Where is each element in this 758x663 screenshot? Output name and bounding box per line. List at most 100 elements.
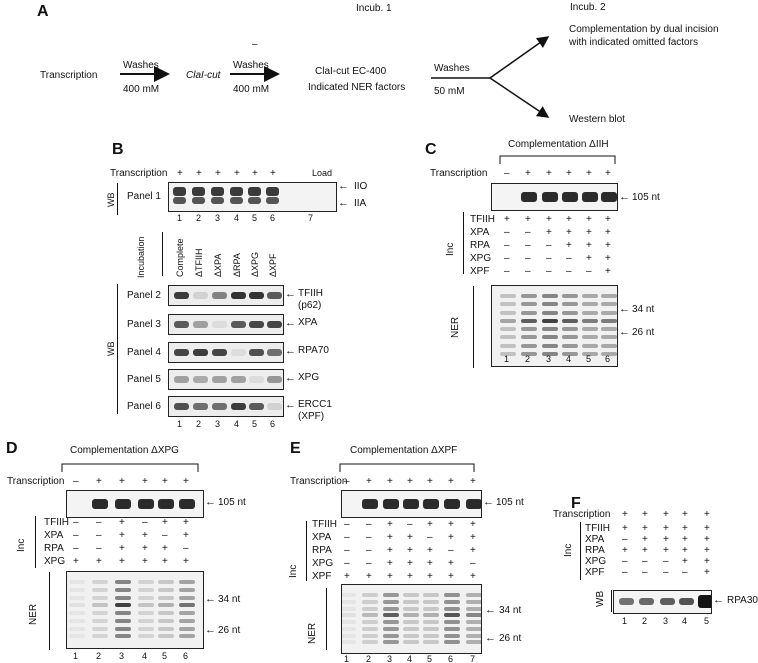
panelC-ner-band: [521, 302, 537, 307]
panelE-factor-sign: +: [448, 558, 454, 569]
panelE-ner-band: [362, 593, 378, 597]
panelD-factor-sign: +: [142, 543, 148, 554]
washes1-label: Washes: [123, 60, 159, 71]
panelC-factor-sign: –: [546, 240, 552, 251]
panelE-factor-sign: –: [366, 558, 372, 569]
panel-letter-d: D: [6, 440, 18, 457]
b-lane-number: 4: [234, 213, 240, 223]
panelD-transcription-sign: +: [162, 476, 168, 487]
panelC-factor-sign: –: [504, 266, 510, 277]
panelD-ner-band: [92, 618, 108, 623]
panelD-lane-number: 6: [183, 651, 189, 661]
e-26nt-arrow: ←: [485, 632, 496, 644]
f-factor-sign: +: [642, 545, 648, 556]
panelE-factor-sign: –: [366, 532, 372, 543]
panelE-factor-sign: +: [427, 519, 433, 530]
panelD-factor-sign: +: [96, 556, 102, 567]
panelC-factor-sign: –: [525, 253, 531, 264]
f-lane-number: 5: [704, 616, 710, 626]
panelD-ner-band: [179, 587, 195, 592]
panelD-ner-band: [115, 595, 131, 600]
panelE-ner-band: [383, 606, 399, 611]
conc3-label: 50 mM: [434, 86, 465, 97]
panelC-ner-band: [601, 294, 617, 298]
f-factor-sign: +: [704, 567, 710, 578]
f-lane-number: 4: [682, 616, 688, 626]
b-lane-number: 7: [308, 213, 314, 223]
panelE-105nt-band: [383, 499, 399, 509]
panelE-factor-label: XPG: [312, 558, 334, 569]
f-factor-sign: –: [622, 534, 628, 545]
b-band: [249, 376, 264, 383]
b-band: [267, 321, 282, 328]
panelC-factor-sign: +: [586, 253, 592, 264]
f-transcription-sign: +: [704, 509, 710, 520]
panelE-factor-label: RPA: [312, 545, 332, 556]
d-26nt-arrow: ←: [205, 624, 216, 636]
ec400-label: ClaI-cut EC-400: [315, 66, 387, 77]
b-panel-blot: [168, 285, 284, 306]
b-panel-blot: [168, 314, 284, 335]
panelE-factor-sign: +: [470, 571, 476, 582]
b-lane-number: 3: [215, 213, 221, 223]
b-lane-number: 2: [196, 213, 202, 223]
b-iia-label: IIA: [354, 198, 367, 209]
panelD-ner-band: [69, 603, 85, 608]
panelC-factor-sign: –: [525, 266, 531, 277]
d-34nt-label: 34 nt: [218, 594, 241, 605]
b-transcription-sign: +: [234, 168, 240, 179]
b-panel-name: Panel 3: [127, 319, 161, 330]
b-target-sub-label: (p62): [298, 300, 322, 311]
b-lane-number: 3: [215, 419, 221, 429]
b-iio-band: [230, 187, 243, 196]
panelC-ner-band: [562, 351, 578, 356]
panelC-ner-band: [582, 343, 598, 348]
b-panel-blot: [168, 369, 284, 390]
panelC-factor-sign: +: [605, 240, 611, 251]
e-inc-bracket: [306, 521, 307, 581]
panelC-factor-sign: +: [525, 214, 531, 225]
b-target-arrow: ←: [285, 288, 296, 300]
b-band: [193, 403, 208, 410]
panelD-transcription-sign: +: [142, 476, 148, 487]
panelC-ner-band: [500, 343, 516, 348]
panelC-ner-band: [562, 318, 578, 323]
panelE-factor-sign: +: [470, 532, 476, 543]
panelD-ner-band: [115, 603, 131, 608]
panelC-factor-sign: +: [586, 214, 592, 225]
panelE-ner-band: [444, 599, 460, 604]
panelD-factor-sign: +: [142, 530, 148, 541]
panelD-factor-sign: –: [183, 543, 189, 554]
f-factor-sign: +: [682, 545, 688, 556]
panelC-factor-sign: +: [566, 227, 572, 238]
panelC-ner-band: [500, 351, 516, 356]
panelE-lane-number: 6: [448, 654, 454, 663]
panelE-factor-sign: +: [366, 571, 372, 582]
panelD-transcription-sign: +: [183, 476, 189, 487]
panel-letter-a: A: [37, 3, 49, 20]
b-band: [212, 403, 227, 410]
panelC-105nt-band: [542, 192, 558, 202]
b-target-arrow: ←: [285, 345, 296, 357]
panelD-factor-label: RPA: [44, 543, 64, 554]
b-transcription-label: Transcription: [110, 168, 168, 179]
panelD-factor-sign: –: [142, 517, 148, 528]
panelE-transcription-sign: +: [470, 476, 476, 487]
b-iia-arrow: ←: [338, 197, 349, 209]
panelE-ner-band: [342, 606, 356, 611]
panelE-ner-band: [423, 633, 439, 638]
panelC-ner-band: [601, 310, 617, 315]
panelC-105nt-band: [601, 192, 617, 202]
cla-cut-label: ClaI-cut: [186, 70, 221, 81]
b-target-label: RPA70: [298, 345, 329, 356]
panelC-ner-band: [542, 327, 558, 331]
panelD-ner-band: [92, 603, 108, 608]
panelE-factor-sign: –: [407, 519, 413, 530]
panelC-ner-band: [500, 310, 516, 315]
b-load-label: Load: [312, 168, 333, 178]
panelC-factor-sign: +: [566, 240, 572, 251]
panelE-lane-number: 1: [344, 654, 350, 663]
panelD-factor-label: XPG: [44, 556, 66, 567]
panelC-ner-band: [542, 294, 558, 298]
